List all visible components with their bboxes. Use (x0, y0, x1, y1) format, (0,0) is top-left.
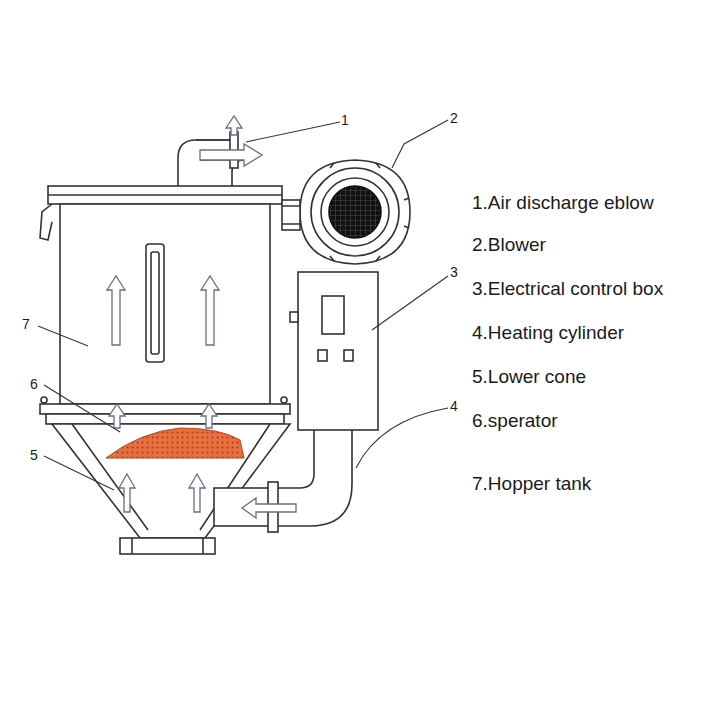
legend-item: 1.Air discharge eblow (472, 192, 654, 214)
legend-item: 4.Heating cylinder (472, 322, 624, 344)
callout-number: 3 (450, 264, 458, 280)
legend-item: 6.sperator (472, 410, 558, 432)
legend-item: 2.Blower (472, 234, 546, 256)
legend-item: 3.Electrical control box (472, 278, 663, 300)
callout-number: 6 (30, 376, 38, 392)
legend-item: 7.Hopper tank (472, 473, 591, 495)
callout-number: 4 (450, 398, 458, 414)
callout-number: 5 (30, 447, 38, 463)
legend-item: 5.Lower cone (472, 366, 586, 388)
callout-number: 2 (450, 110, 458, 126)
callout-number: 7 (22, 316, 30, 332)
callout-number: 1 (341, 112, 349, 128)
